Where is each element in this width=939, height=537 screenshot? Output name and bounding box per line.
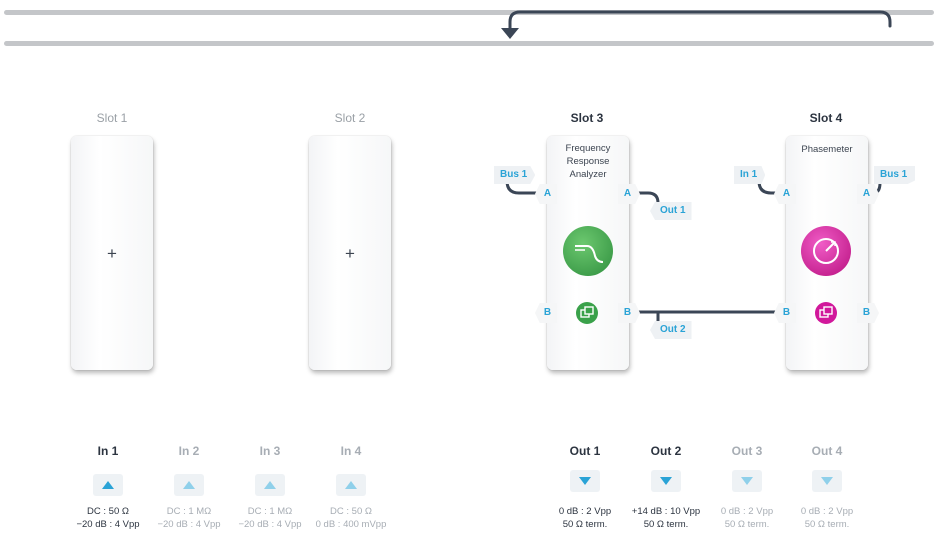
output-1-title: Out 1 [569,444,601,458]
input-2-button[interactable] [174,474,204,496]
output-2-title: Out 2 [650,444,682,458]
slot-4-output-a[interactable]: A [857,184,879,204]
input-2-spec: DC : 1 MΩ−20 dB : 4 Vpp [157,506,221,530]
module-title: Phasemeter [801,144,853,155]
slot-4-input-a[interactable]: A [774,184,796,204]
module-title: Frequency Response Analyzer [565,143,611,180]
slot-4-in-1-tag[interactable]: In 1 [734,166,766,184]
windows-icon[interactable] [815,302,837,324]
slot-1-label: Slot 1 [96,111,128,125]
slot-3-out-1-tag[interactable]: Out 1 [650,202,692,220]
output-4-button[interactable] [812,470,842,492]
slot-3-bus-1-tag[interactable]: Bus 1 [494,166,536,184]
input-1-button[interactable] [93,474,123,496]
fra-waveform-icon[interactable] [563,226,613,276]
phasemeter-dial-icon[interactable] [801,226,851,276]
add-instrument-icon[interactable]: + [107,244,117,263]
add-instrument-icon[interactable]: + [345,244,355,263]
bus-line-bottom [4,41,934,46]
output-3-title: Out 3 [731,444,763,458]
slot-2-label: Slot 2 [334,111,366,125]
input-3-title: In 3 [259,444,281,458]
slot-4-label: Slot 4 [809,111,843,125]
slot-3-input-b[interactable]: B [535,303,557,323]
input-2-title: In 2 [178,444,200,458]
output-4-title: Out 4 [811,444,843,458]
slot-4-output-b[interactable]: B [857,303,879,323]
slot-4-input-b[interactable]: B [774,303,796,323]
windows-icon[interactable] [576,302,598,324]
bus-line-top [4,10,934,15]
slot-3-out-2-tag[interactable]: Out 2 [650,321,692,339]
input-4-button[interactable] [336,474,366,496]
slot-1-empty-card[interactable]: + [71,136,153,370]
input-1-spec: DC : 50 Ω−20 dB : 4 Vpp [76,506,140,530]
slot-2-empty-card[interactable]: + [309,136,391,370]
input-4-title: In 4 [340,444,362,458]
slot-3-input-a[interactable]: A [535,184,557,204]
slot-3-fra-card[interactable]: Frequency Response Analyzer [547,136,629,370]
slot-3-output-a[interactable]: A [618,184,640,204]
input-3-button[interactable] [255,474,285,496]
output-2-button[interactable] [651,470,681,492]
slot-4-phasemeter-card[interactable]: Phasemeter [786,136,868,370]
slot-3-output-b[interactable]: B [618,303,640,323]
output-3-button[interactable] [732,470,762,492]
output-1-button[interactable] [570,470,600,492]
slot-4-bus-1-tag[interactable]: Bus 1 [874,166,916,184]
input-1-title: In 1 [97,444,119,458]
input-3-spec: DC : 1 MΩ−20 dB : 4 Vpp [238,506,302,530]
slot-3-label: Slot 3 [570,111,604,125]
